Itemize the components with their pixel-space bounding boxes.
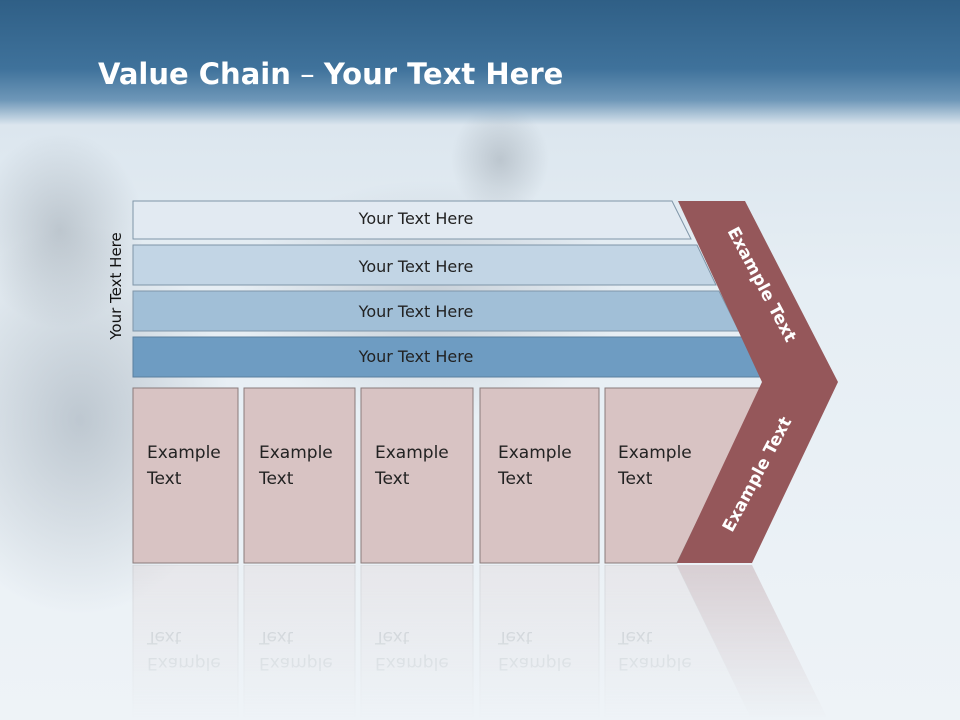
row-band-1 (132, 200, 692, 240)
diagram-reflection: Example Text Example Text Example Text E… (132, 564, 829, 720)
chain-box-3 (360, 387, 474, 564)
title-bar (0, 0, 960, 125)
box-4-line-2: Text (497, 469, 533, 489)
svg-text:Example: Example (618, 653, 692, 673)
chain-box-1 (132, 387, 239, 564)
page-title: Value Chain – Your Text Here (98, 54, 563, 94)
row-label-3: Your Text Here (358, 302, 474, 321)
svg-text:Text: Text (258, 627, 294, 647)
title-separator: – (290, 57, 324, 91)
svg-text:Text: Text (374, 627, 410, 647)
box-1-line-1: Example (147, 443, 221, 463)
box-3-line-1: Example (375, 443, 449, 463)
svg-text:Example: Example (375, 653, 449, 673)
title-rest: Your Text Here (323, 57, 564, 91)
box-5-line-1: Example (618, 443, 692, 463)
svg-text:Example: Example (498, 653, 572, 673)
svg-text:Text: Text (497, 627, 533, 647)
box-5-line-2: Text (617, 469, 653, 489)
row-band-2 (132, 244, 717, 286)
row-label-1: Your Text Here (358, 209, 474, 228)
box-2-line-2: Text (258, 469, 294, 489)
svg-text:Text: Text (617, 627, 653, 647)
box-3-line-2: Text (374, 469, 410, 489)
row-label-2: Your Text Here (358, 257, 474, 276)
chain-box-2 (243, 387, 356, 564)
title-bold: Value Chain (98, 57, 291, 91)
box-2-line-1: Example (259, 443, 333, 463)
svg-text:Example: Example (147, 653, 221, 673)
box-1-line-2: Text (146, 469, 182, 489)
chevron-arrow (677, 201, 838, 563)
svg-text:Text: Text (146, 627, 182, 647)
chain-box-4 (479, 387, 600, 564)
box-4-line-1: Example (498, 443, 572, 463)
row-label-4: Your Text Here (358, 347, 474, 366)
svg-text:Example: Example (259, 653, 333, 673)
